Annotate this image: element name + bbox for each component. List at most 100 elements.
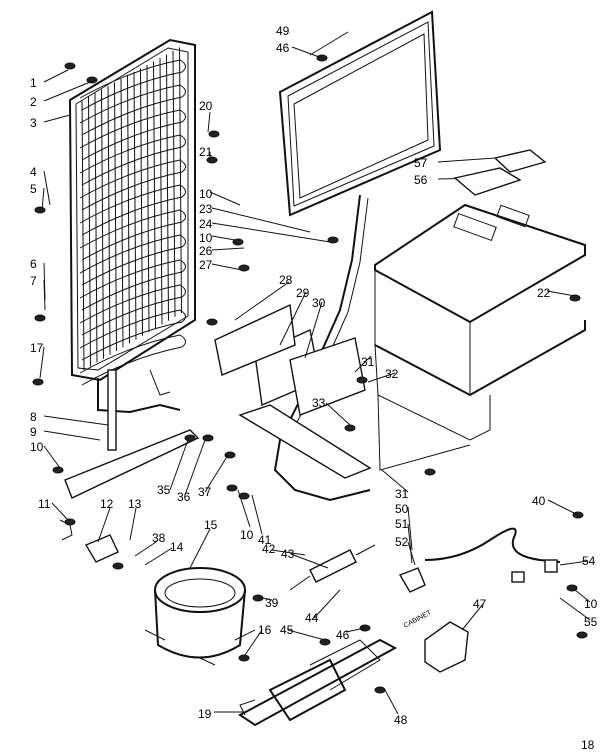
leader-line: [43, 170, 51, 206]
leader-line: [43, 445, 61, 469]
part-number-label: 29: [296, 286, 310, 300]
screw-icon: [86, 76, 98, 84]
leader-line: [43, 79, 96, 102]
relay: [84, 534, 119, 563]
vent-grille: [493, 149, 547, 173]
part-number-label: 21: [199, 145, 213, 159]
part-number-label: 1: [30, 76, 37, 90]
leader-line: [407, 541, 416, 566]
coil-fin: [172, 50, 176, 317]
leader-line: [97, 507, 111, 543]
part-number-label: 42: [262, 542, 276, 556]
part-number-label: 12: [100, 497, 114, 511]
leader-line: [279, 291, 307, 346]
coil-fin: [140, 68, 143, 336]
screw-icon: [206, 318, 218, 326]
coil-loop: [79, 259, 186, 311]
screw-icon: [64, 518, 76, 526]
leader-line: [559, 597, 591, 621]
part-number-label: 57: [414, 156, 428, 170]
part-number-label: 31: [361, 355, 375, 369]
part-number-label: 45: [280, 623, 294, 637]
leader-line: [574, 589, 591, 603]
coil-fin: [81, 99, 85, 371]
coil-loop: [79, 284, 186, 336]
part-number-label: 37: [198, 485, 212, 499]
leader-line: [257, 596, 273, 601]
part-number-label: 23: [199, 202, 213, 216]
coil-loop: [79, 309, 186, 361]
coil-fin: [153, 61, 156, 329]
leader-line: [287, 629, 326, 641]
coil-loop: [79, 134, 186, 186]
terminal-clip: [511, 571, 525, 583]
insulation-pad-30: [289, 337, 366, 416]
part-number-label: 10: [199, 187, 213, 201]
part-number-label: 16: [258, 623, 272, 637]
coil-loop: [79, 234, 186, 286]
leader-line: [559, 560, 589, 566]
part-number-label: 17: [30, 341, 44, 355]
part-number-label: 10: [30, 440, 44, 454]
part-number-label: 49: [276, 24, 290, 38]
thermostat: [398, 567, 426, 593]
part-number-label: 2: [30, 95, 37, 109]
terminal-block: [544, 559, 558, 573]
part-number-label: 51: [395, 517, 409, 531]
screw-icon: [424, 468, 436, 476]
coil-loop: [79, 209, 186, 261]
coil-fin: [127, 75, 130, 344]
screw-icon: [356, 376, 368, 384]
part-number-label: 28: [279, 273, 293, 287]
part-number-label: 3: [30, 116, 37, 130]
part-number-label: 35: [157, 483, 171, 497]
leader-line: [547, 499, 579, 516]
part-number-label: 15: [204, 518, 218, 532]
leader-line: [244, 629, 263, 656]
screw-icon: [569, 294, 581, 302]
leader-line: [367, 372, 396, 383]
part-number-label: 55: [584, 615, 598, 629]
coil-fin: [94, 92, 98, 363]
screw-icon: [576, 631, 588, 639]
door-panel: [278, 10, 442, 217]
part-number-label: 44: [305, 611, 319, 625]
leader-line: [211, 235, 236, 241]
screw-icon: [226, 484, 238, 492]
coil-fin: [179, 47, 182, 314]
control-box: [424, 621, 469, 673]
bracket-bar: [64, 429, 200, 499]
part-number-label: 56: [414, 173, 428, 187]
screw-icon: [208, 130, 220, 138]
screw-icon: [112, 562, 124, 570]
part-number-label: 39: [265, 596, 279, 610]
leader-line: [134, 541, 157, 557]
leader-line: [290, 553, 329, 569]
leader-line: [129, 507, 137, 541]
coil-loop: [79, 159, 186, 211]
part-number-label: 13: [128, 497, 142, 511]
part-number-label: 52: [395, 535, 409, 549]
part-number-label: 26: [199, 244, 213, 258]
cabinet-stamp: CABINET: [403, 609, 434, 630]
part-number-label: 30: [312, 296, 326, 310]
part-number-label: 19: [198, 707, 212, 721]
support-rod: [107, 369, 117, 451]
base-frame: [238, 638, 398, 727]
leader-line: [43, 415, 109, 426]
leader-line: [407, 523, 413, 564]
part-number-label: 41: [258, 533, 272, 547]
leader-line: [43, 114, 71, 123]
leader-line: [291, 46, 323, 59]
screw-icon: [232, 238, 244, 246]
leader-line: [381, 469, 409, 493]
screw-icon: [374, 686, 386, 694]
leader-line: [546, 290, 576, 297]
part-number-label: 46: [276, 41, 290, 55]
leader-line: [211, 222, 331, 243]
part-number-label: 38: [152, 531, 166, 545]
screw-icon: [566, 584, 578, 592]
leader-line: [407, 506, 413, 551]
screw-icon: [34, 206, 46, 214]
